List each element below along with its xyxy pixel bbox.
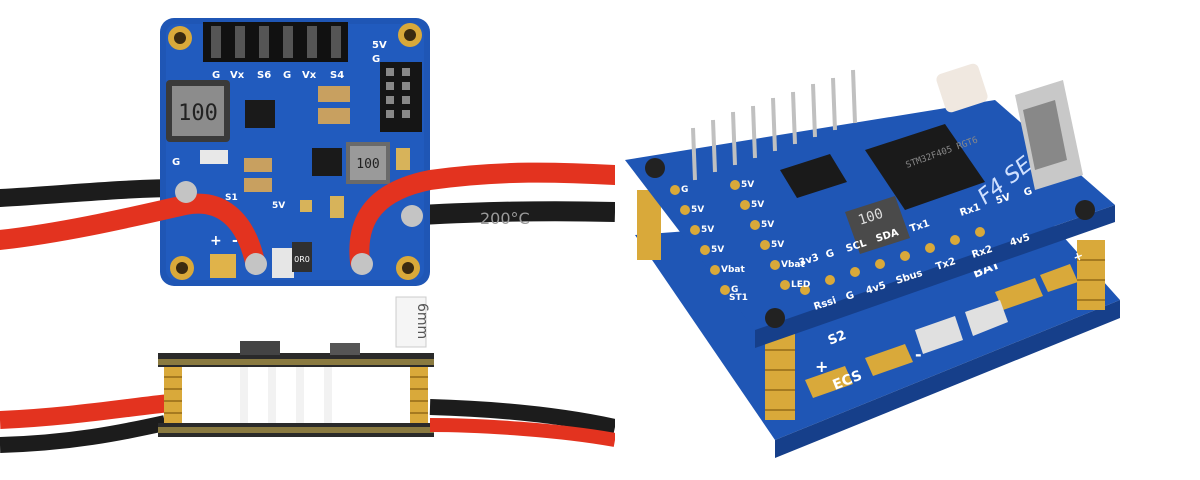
board-top-view-photo: G Vx S6 G Vx S4 5V G 100 [0, 0, 615, 300]
pad-row1-7: G [1023, 186, 1034, 199]
side-black-wire-right [429, 399, 615, 435]
pad-label-minus: - [232, 233, 238, 249]
pin-label-4: Vx [302, 70, 317, 81]
height-label: 6mm [414, 303, 430, 339]
inductor-large: 100 [166, 80, 230, 142]
pad-label-g: G [172, 157, 180, 168]
bottom-plus-label: + [815, 357, 828, 376]
solder-joint-3 [351, 253, 373, 275]
upper-pin-headers [691, 69, 857, 181]
black-wire-left [0, 179, 194, 207]
pad-row2-1: G [845, 290, 856, 303]
fc-stack-photo: S2 ECS + BAT - STM32F405 RGT6 [615, 0, 1200, 480]
ic-chip-1 [245, 100, 275, 128]
bottom-label-0: S2 [826, 328, 849, 349]
inductor-small: 100 [346, 142, 390, 184]
pad-left-0: G [681, 185, 688, 195]
pad-mid-1: 5V [751, 200, 764, 210]
pad-label-5v: 5V [272, 201, 285, 211]
board-side-view-photo: 6mm [0, 295, 615, 480]
pin-label-3: G [283, 70, 291, 81]
pad-left-3: 5V [711, 245, 724, 255]
lower-pads [805, 264, 1078, 398]
bottom-label-2: + [1071, 248, 1086, 265]
pad-block-mid [272, 248, 294, 278]
pin-label-1: Vx [230, 70, 245, 81]
mounting-holes [168, 23, 422, 280]
mcu-chip [865, 124, 985, 210]
header-g-label: G [372, 54, 380, 65]
red-wire-left [0, 193, 265, 272]
pin-label-0: G [212, 70, 220, 81]
pad-left-2: 5V [701, 225, 714, 235]
pin-labels: G Vx S6 G Vx S4 5V G [212, 40, 387, 81]
small-inductor-marking: 100 [356, 157, 379, 172]
side-black-wire-left [0, 415, 167, 453]
header-5v-label: 5V [372, 40, 387, 51]
solder-joint-2 [245, 253, 267, 275]
pad-row1-1: G [825, 248, 836, 261]
pad-label-plus: + [210, 233, 222, 249]
pad-block-left [210, 254, 236, 278]
stack-inductor [845, 196, 910, 254]
pad-mid-2: 5V [761, 220, 774, 230]
pin-label-5: S4 [330, 70, 344, 81]
small-ic [780, 154, 847, 198]
pad-left-1: 5V [691, 205, 704, 215]
standoff-left [164, 367, 182, 423]
side-red-wire-left [0, 394, 171, 429]
pad-mid-3: 5V [771, 240, 784, 250]
bottom-minus-label: - [915, 345, 922, 364]
standoff-front-left [765, 330, 795, 420]
pad-mid-5: LED [791, 280, 810, 290]
pad-label-s1: S1 [225, 193, 238, 203]
side-connector [380, 62, 422, 132]
chip-marking: 0R0 [294, 255, 310, 264]
standoff-right [1077, 240, 1105, 310]
red-wire-right [349, 162, 615, 272]
pad-row1-6: 5V [995, 192, 1013, 207]
pad-left-5: G [731, 285, 738, 295]
side-red-wire-right [429, 418, 615, 447]
inductor-marking: 100 [178, 101, 218, 126]
upper-pads [670, 180, 985, 295]
wire-temperature-marking: 200°C [480, 209, 530, 228]
pad-mid-0: 5V [741, 180, 754, 190]
black-wire-right [419, 201, 615, 225]
pad-st1: ST1 [729, 293, 748, 303]
ruler-scale [395, 296, 427, 348]
pad-mid-4: Vbat [781, 260, 805, 270]
stack-inductor-marking: 100 [856, 206, 885, 229]
pad-left-4: Vbat [721, 265, 745, 275]
smd-components [200, 86, 410, 218]
standoff-right [410, 367, 428, 423]
solder-joint-4 [401, 205, 423, 227]
pin-label-2: S6 [257, 70, 271, 81]
ic-chip-2 [312, 148, 342, 176]
pin-header-top [203, 22, 348, 62]
boot-button [936, 63, 988, 113]
solder-joint-1 [175, 181, 197, 203]
